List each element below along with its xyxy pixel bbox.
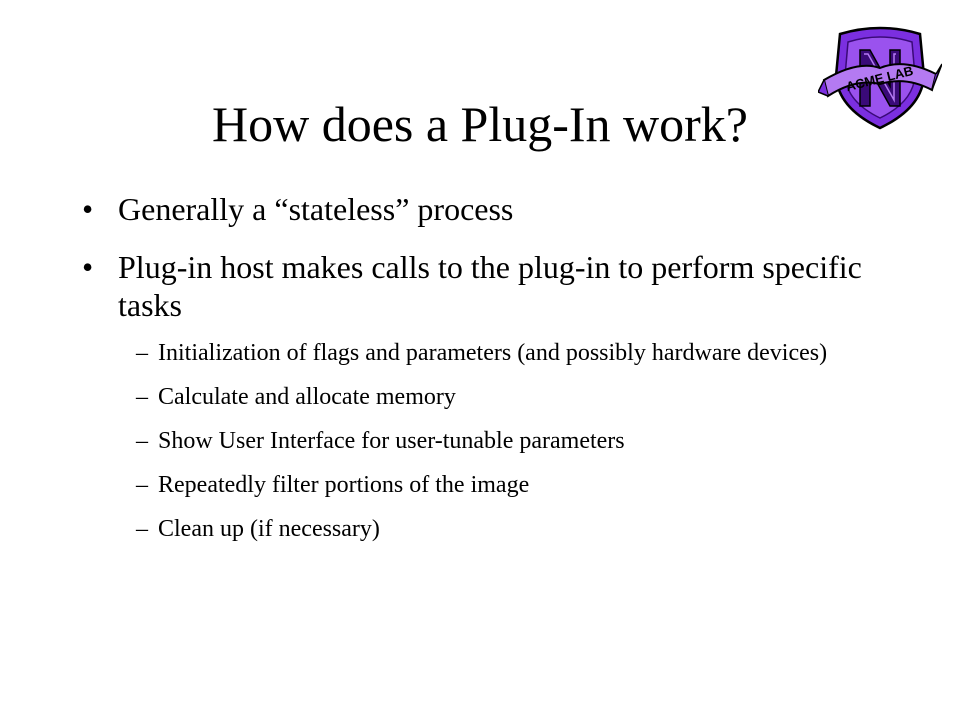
acme-lab-logo-icon: ACME LAB <box>818 26 942 130</box>
sub-bullet-item: – Initialization of flags and parameters… <box>80 338 920 369</box>
sub-bullet-item: – Repeatedly filter portions of the imag… <box>80 470 920 501</box>
sub-bullet-item: – Show User Interface for user-tunable p… <box>80 426 920 457</box>
slide-title: How does a Plug-In work? <box>211 96 748 152</box>
sub-bullet-group: – Initialization of flags and parameters… <box>80 338 920 545</box>
bullet-item: • Plug-in host makes calls to the plug-i… <box>80 248 920 324</box>
sub-bullet-marker: – <box>136 428 148 454</box>
sub-bullet-list: – Initialization of flags and parameters… <box>80 338 920 545</box>
bullet-marker: • <box>82 249 94 285</box>
bullet-marker: • <box>82 191 94 227</box>
sub-bullet-item: – Clean up (if necessary) <box>80 514 920 545</box>
sub-bullet-text: Calculate and allocate memory <box>158 384 456 410</box>
sub-bullet-marker: – <box>136 516 148 542</box>
bullet-item: • Generally a “stateless” process <box>80 190 920 228</box>
sub-bullet-item: – Calculate and allocate memory <box>80 382 920 413</box>
sub-bullet-marker: – <box>136 384 148 410</box>
bullet-text: Generally a “stateless” process <box>118 191 514 227</box>
sub-bullet-text: Show User Interface for user-tunable par… <box>158 428 625 454</box>
sub-bullet-text: Clean up (if necessary) <box>158 516 380 542</box>
sub-bullet-marker: – <box>136 472 148 498</box>
sub-bullet-marker: – <box>136 340 148 366</box>
bullet-text: Plug-in host makes calls to the plug-in … <box>118 249 862 323</box>
sub-bullet-text: Repeatedly filter portions of the image <box>158 472 530 498</box>
sub-bullet-text: Initialization of flags and parameters (… <box>158 340 828 366</box>
bullet-list: • Generally a “stateless” process • Plug… <box>80 190 920 558</box>
